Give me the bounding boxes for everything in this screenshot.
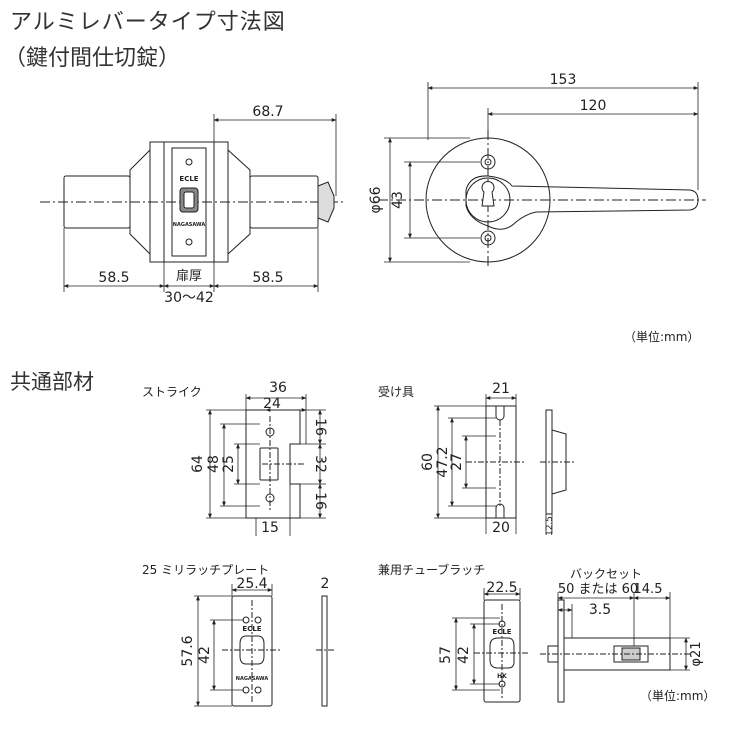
strike-dim-24: 24	[263, 396, 281, 412]
side-view-brand: ECLE	[179, 175, 198, 183]
tube-dim-42: 42	[456, 646, 472, 664]
dim-58-5-left: 58.5	[98, 270, 129, 286]
page-title: アルミレバータイプ寸法図	[10, 10, 286, 35]
receiver-dim-21: 21	[492, 381, 510, 397]
strike-dim-32: 32	[312, 455, 328, 473]
tube-backset-value: 50 または 60	[558, 582, 638, 597]
plate25-drawing	[222, 595, 334, 707]
tube-latch-label: 兼用チューブラッチ	[378, 563, 486, 577]
tube-dim-22-5: 22.5	[486, 580, 517, 596]
tube-dim-phi-21: φ21	[689, 641, 704, 666]
strike-dim-48: 48	[206, 455, 222, 473]
dim-120: 120	[580, 98, 607, 114]
strike-dim-16-top: 16	[312, 418, 328, 436]
receiver-dim-27: 27	[449, 453, 465, 471]
tube-brand2: HK	[497, 673, 507, 680]
page-subtitle: （鍵付間仕切錠）	[4, 46, 181, 71]
tube-dim-57: 57	[438, 646, 454, 664]
strike-drawing	[245, 409, 304, 519]
receiver-drawing	[466, 405, 576, 519]
backset-label: バックセット	[570, 567, 643, 581]
receiver-dim-12-5: 12.5	[545, 516, 555, 536]
plate25-dim-57-6: 57.6	[180, 635, 196, 666]
unit-label-bottom: （単位:mm）	[640, 689, 716, 703]
door-thickness-label: 扉厚	[176, 268, 202, 284]
plate25-brand: ECLE	[242, 625, 261, 633]
strike-dim-15: 15	[261, 520, 279, 536]
door-thickness-range: 30～42	[164, 290, 214, 306]
unit-label-top: （単位:mm）	[624, 330, 700, 344]
tube-brand: ECLE	[492, 628, 511, 636]
strike-label: ストライク	[142, 385, 202, 399]
dim-phi-66: φ66	[368, 186, 384, 213]
side-view-drawing	[40, 141, 344, 263]
strike-dim-36: 36	[269, 380, 287, 396]
tube-dim-3-5: 3.5	[589, 602, 611, 618]
receiver-dim-47-2: 47.2	[435, 446, 451, 477]
plate25-label: 25 ミリラッチプレート	[142, 563, 270, 577]
strike-dim-16-bottom: 16	[312, 492, 328, 510]
side-view-brand2: NAGASAWA	[173, 222, 206, 228]
dim-58-5-right: 58.5	[252, 270, 283, 286]
dim-43: 43	[390, 191, 406, 209]
plate25-dim-25-4: 25.4	[236, 576, 267, 592]
receiver-dim-20: 20	[492, 520, 510, 536]
tube-latch-drawing	[474, 599, 690, 703]
plate25-dim-2: 2	[321, 576, 330, 592]
front-view-drawing	[378, 130, 706, 268]
dim-68-7: 68.7	[252, 104, 283, 120]
plate25-brand2: NAGASAWA	[236, 676, 269, 682]
receiver-dim-60: 60	[420, 453, 436, 471]
plate25-dim-42: 42	[197, 646, 213, 664]
tube-dim-14-5: 14.5	[634, 582, 663, 597]
receiver-label: 受け具	[378, 385, 415, 399]
common-parts-heading: 共通部材	[10, 370, 94, 394]
dim-153: 153	[550, 72, 577, 88]
strike-dim-64: 64	[190, 455, 206, 473]
strike-dim-25: 25	[221, 455, 237, 473]
